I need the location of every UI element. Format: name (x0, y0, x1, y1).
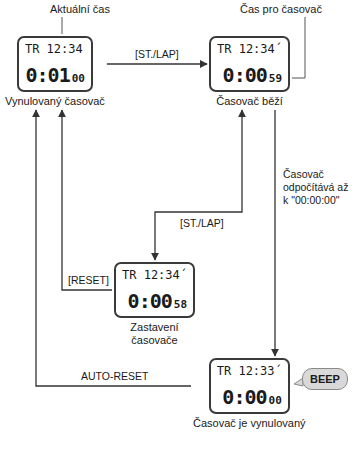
transition-label: AUTO-RESET (79, 370, 150, 383)
state-caption: Vynulovaný časovač (5, 95, 105, 108)
lcd-frame: TR 12:34´ 0:0059 (209, 36, 290, 92)
state-caption: Zastavení časovače (115, 321, 195, 347)
current-time: TR 12:34´ (217, 42, 282, 57)
callout-label: Čas pro časovač (240, 3, 322, 16)
timer-row: 0:0000 (217, 385, 282, 409)
current-time: TR 12:33´ (217, 364, 282, 379)
timer-hundredths: 59 (269, 72, 282, 85)
lcd-frame: TR 12:34´ 0:0058 (114, 262, 195, 318)
transition-label: Časovač odpočítává až k "00:00:00" (281, 168, 353, 207)
beep-text: BEEP (302, 368, 348, 390)
timer-row: 0:0100 (25, 63, 85, 87)
timer-digits: 0:01 (26, 63, 70, 87)
transition-arrow (274, 110, 275, 356)
transition-arrow (107, 63, 207, 64)
lcd-frame: TR 12:33´ 0:0000 (209, 358, 290, 414)
timer-hundredths: 00 (72, 72, 85, 85)
transition-label: [ST./LAP] (133, 48, 181, 61)
leader-line (292, 17, 305, 78)
timer-digits: 0:00 (223, 63, 267, 87)
transition-arrow (62, 110, 112, 290)
callout-label: Aktuální čas (50, 3, 110, 16)
transition-arrow (155, 110, 242, 260)
watch-display-node: TR 12:34 0:0100Vynulovaný časovač (5, 36, 105, 108)
watch-display-node: TR 12:34´ 0:0059Časovač běží (209, 36, 290, 108)
current-time: TR 12:34 (25, 42, 85, 57)
lcd-frame: TR 12:34 0:0100 (17, 36, 93, 92)
current-time: TR 12:34´ (122, 268, 187, 283)
transition-label: [RESET] (66, 274, 111, 287)
timer-digits: 0:00 (128, 289, 172, 313)
timer-digits: 0:00 (222, 385, 266, 409)
leader-line (62, 17, 63, 34)
watch-display-node: TR 12:34´ 0:0058Zastavení časovače (114, 262, 195, 347)
state-caption: Časovač běží (216, 95, 283, 108)
watch-display-node: TR 12:33´ 0:0000Časovač je vynulovaný (193, 358, 306, 430)
timer-hundredths: 58 (174, 298, 187, 311)
transition-label: [ST./LAP] (178, 217, 226, 230)
timer-hundredths: 00 (269, 394, 282, 407)
state-caption: Časovač je vynulovaný (193, 417, 306, 430)
beep-bubble: BEEP (302, 368, 348, 390)
timer-row: 0:0058 (122, 289, 187, 313)
timer-row: 0:0059 (217, 63, 282, 87)
